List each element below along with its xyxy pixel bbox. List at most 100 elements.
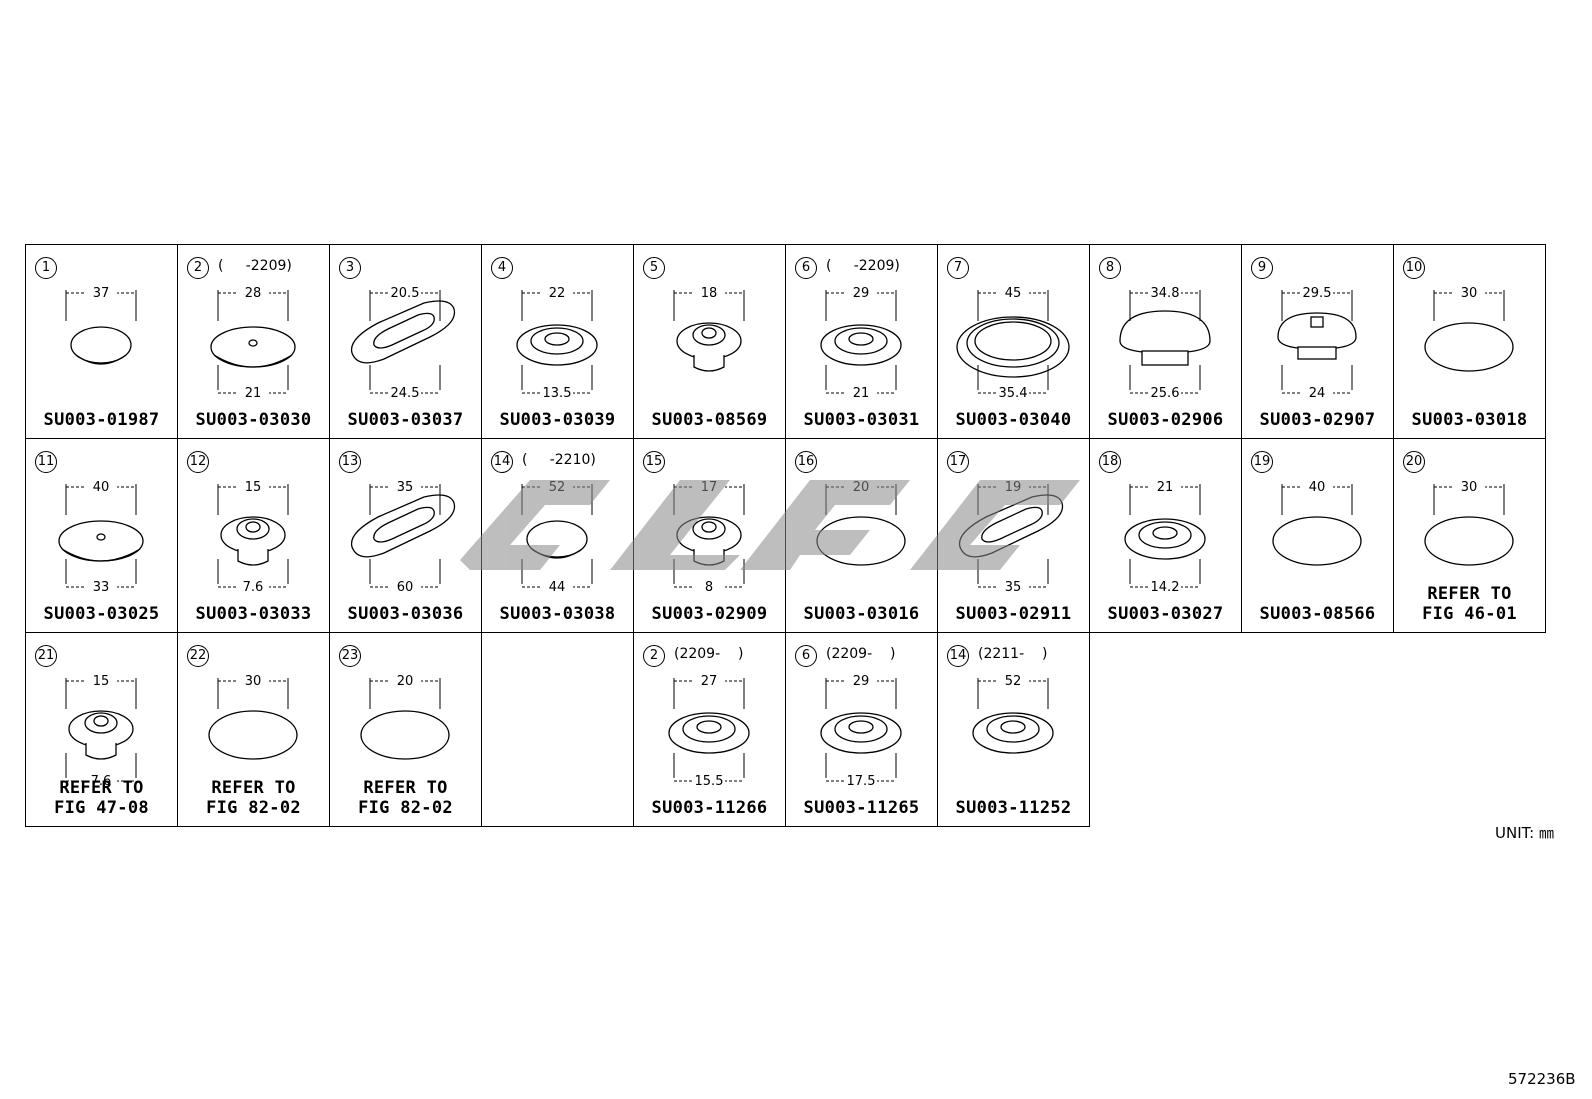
grommet-drawing: 18 [673, 283, 745, 372]
dimension-value: 18 [701, 286, 718, 301]
part-number[interactable]: SU003-03031 [803, 410, 920, 430]
dimension-value: 21 [1157, 480, 1174, 495]
part-number[interactable]: SU003-03037 [347, 410, 464, 430]
dimension-value: 52 [1005, 674, 1022, 689]
dimension-value: 13.5 [543, 386, 572, 399]
grommet-drawing: 30 [1424, 283, 1514, 372]
item-number: 20 [1403, 451, 1425, 473]
part-number[interactable]: SU003-03039 [499, 410, 616, 430]
item-number: 13 [339, 451, 361, 473]
dimension: 20 [825, 477, 897, 515]
grommet-drawing: 34.825.6 [1119, 283, 1211, 399]
dimension-value: 35.4 [999, 386, 1028, 399]
grommet-drawing: 29.524 [1277, 283, 1357, 399]
dimension: 15.5 [673, 753, 745, 787]
part-cell [481, 632, 634, 827]
dimension-value: 33 [93, 580, 110, 593]
part-number[interactable]: REFER TO FIG 47-08 [54, 778, 149, 818]
dimension-value: 35 [1005, 580, 1022, 593]
part-number[interactable]: SU003-11252 [955, 798, 1072, 818]
grommet-drawing: 28 21 [210, 283, 296, 399]
date-range: ( -2209) [826, 258, 900, 274]
part-number[interactable]: SU003-03033 [195, 604, 312, 624]
part-number[interactable]: SU003-03040 [955, 410, 1072, 430]
dimension: 22 [521, 283, 593, 321]
dimension: 15 [65, 671, 137, 709]
part-number[interactable]: REFER TO FIG 82-02 [358, 778, 453, 818]
dimension: 29 [825, 283, 897, 321]
grommet-drawing: 22 13.5 [516, 283, 598, 399]
dimension: 28 [217, 283, 289, 321]
date-range: (2209- ) [826, 646, 896, 662]
dimension-value: 20 [397, 674, 414, 689]
dimension: 45 [977, 283, 1049, 321]
dimension: 40 [1281, 477, 1353, 515]
dimension: 52 [977, 671, 1049, 709]
part-number[interactable]: SU003-02911 [955, 604, 1072, 624]
dimension: 21 [217, 365, 289, 399]
dimension-value: 25.6 [1151, 386, 1180, 399]
part-number[interactable]: SU003-03025 [43, 604, 160, 624]
dimension-value: 17 [701, 480, 718, 495]
dimension: 20.5 [369, 283, 441, 321]
part-number[interactable]: SU003-03038 [499, 604, 616, 624]
dimension: 29 [825, 671, 897, 709]
part-number[interactable]: SU003-03018 [1411, 410, 1528, 430]
date-range: (2211- ) [978, 646, 1048, 662]
dimension-value: 15 [245, 480, 262, 495]
part-number[interactable]: SU003-08566 [1259, 604, 1376, 624]
dimension: 60 [369, 559, 441, 593]
dimension: 35.4 [977, 365, 1049, 399]
item-number: 2 [643, 645, 665, 667]
part-number[interactable]: SU003-11266 [651, 798, 768, 818]
part-number[interactable]: SU003-02907 [1259, 410, 1376, 430]
grommet-drawing: 20 [816, 477, 906, 566]
part-number[interactable]: SU003-03027 [1107, 604, 1224, 624]
illustration-code: 572236B [1508, 1070, 1576, 1088]
dimension: 17 [673, 477, 745, 515]
part-number[interactable]: SU003-03016 [803, 604, 920, 624]
part-number[interactable]: SU003-01987 [43, 410, 160, 430]
part-number[interactable]: SU003-11265 [803, 798, 920, 818]
dimension: 24 [1281, 365, 1353, 399]
dimension-value: 40 [1309, 480, 1326, 495]
dimension-value: 37 [93, 286, 110, 301]
part-number[interactable]: REFER TO FIG 82-02 [206, 778, 301, 818]
dimension-value: 15.5 [695, 774, 724, 787]
date-range: ( -2210) [522, 452, 596, 468]
part-number[interactable]: SU003-02909 [651, 604, 768, 624]
unit-label: UNIT: ㎜ [1495, 824, 1554, 842]
grommet-drawing: 30 [208, 671, 298, 760]
dimension-value: 30 [245, 674, 262, 689]
part-number[interactable]: SU003-08569 [651, 410, 768, 430]
part-number[interactable]: SU003-02906 [1107, 410, 1224, 430]
dimension: 13.5 [521, 365, 593, 399]
dimension: 24.5 [369, 365, 441, 399]
part-number[interactable]: REFER TO FIG 46-01 [1422, 584, 1517, 624]
item-number: 14 [947, 645, 969, 667]
item-number: 14 [491, 451, 513, 473]
dimension-value: 40 [93, 480, 110, 495]
part-number[interactable]: SU003-03036 [347, 604, 464, 624]
dimension: 7.6 [217, 559, 289, 593]
part-number[interactable]: SU003-03030 [195, 410, 312, 430]
